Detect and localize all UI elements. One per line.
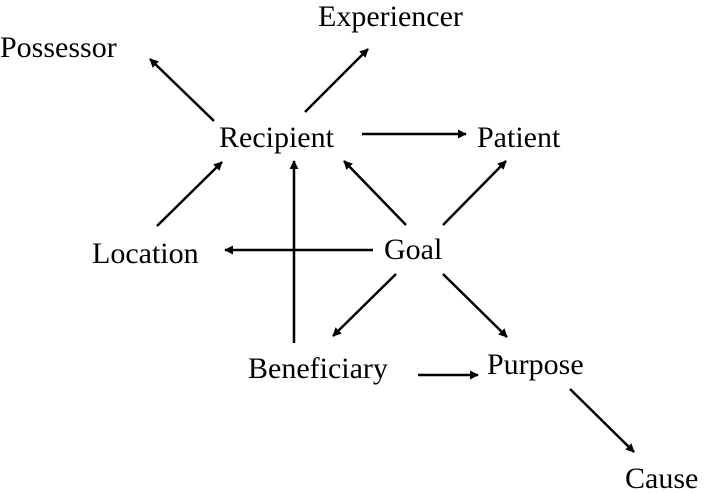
edge-goal-to-recipient bbox=[343, 160, 407, 226]
node-purpose: Purpose bbox=[487, 348, 584, 381]
node-location: Location bbox=[92, 237, 199, 270]
edge-goal-to-beneficiary bbox=[332, 273, 397, 337]
edge-recipient-to-experiencer bbox=[304, 48, 369, 113]
node-experiencer: Experiencer bbox=[318, 0, 463, 33]
node-beneficiary: Beneficiary bbox=[248, 352, 388, 385]
edge-goal-to-purpose bbox=[442, 273, 508, 338]
edge-goal-to-patient bbox=[442, 160, 507, 226]
node-possessor: Possessor bbox=[0, 31, 117, 64]
edge-recipient-to-possessor bbox=[149, 58, 215, 122]
edge-location-to-recipient bbox=[156, 161, 223, 227]
node-patient: Patient bbox=[477, 121, 561, 154]
node-recipient: Recipient bbox=[219, 121, 335, 154]
node-goal: Goal bbox=[384, 233, 442, 266]
edge-purpose-to-cause bbox=[569, 388, 635, 453]
edges bbox=[149, 48, 635, 453]
node-cause: Cause bbox=[625, 462, 698, 493]
